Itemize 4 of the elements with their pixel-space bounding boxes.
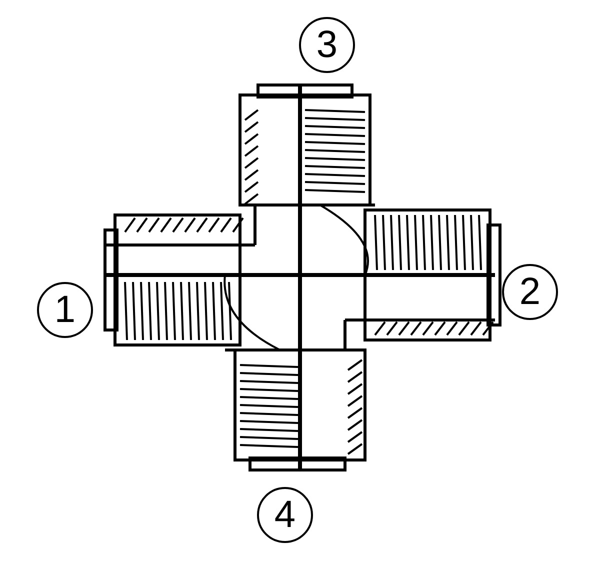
callout-number: 3 [299,17,355,73]
callout-number: 2 [502,264,558,320]
callout-number: 4 [257,487,313,543]
callout-number: 1 [37,282,93,338]
